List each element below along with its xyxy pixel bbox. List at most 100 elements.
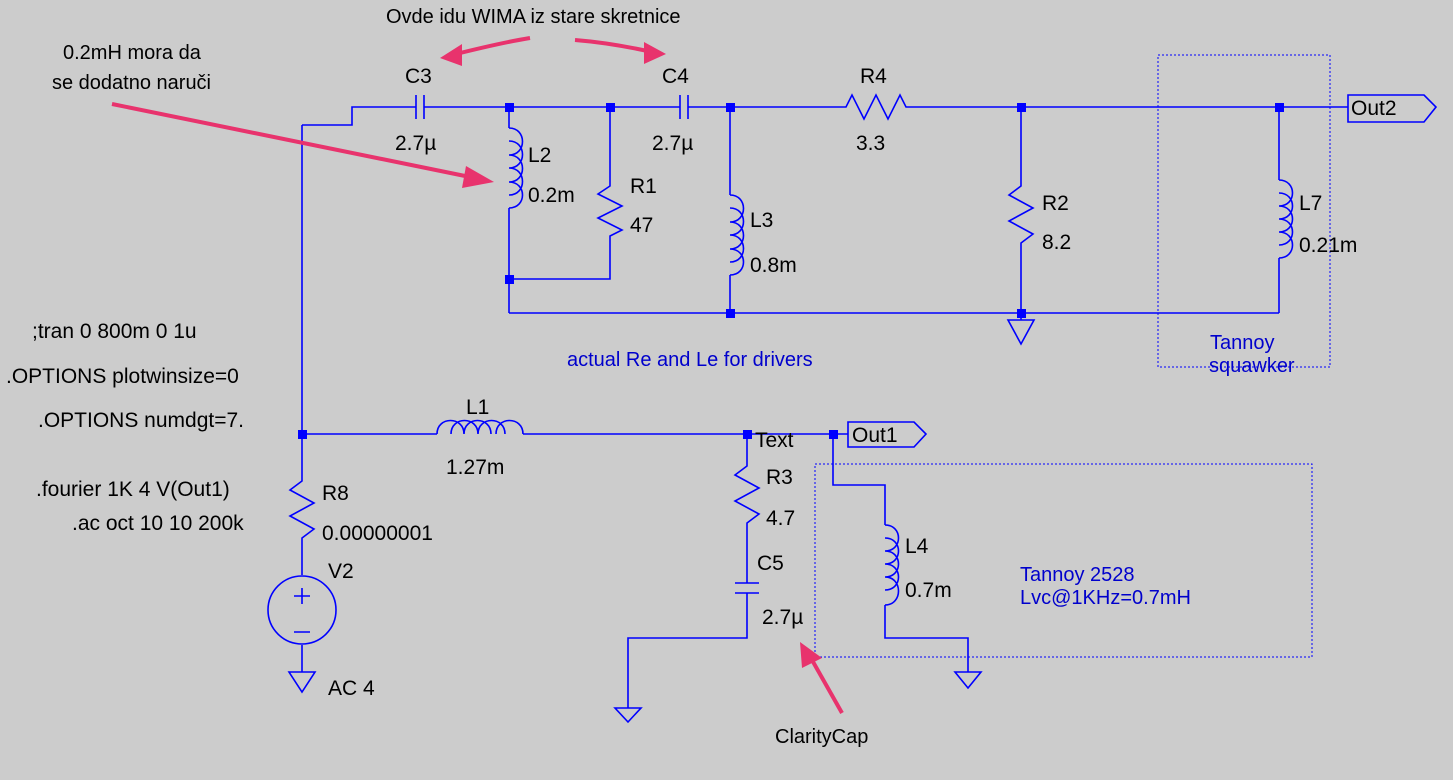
net-label-out1: Out1 [852,424,898,447]
arrow-to-c3 [451,36,531,57]
resistor-symbol [288,475,316,545]
c5-value: 2.7µ [762,606,803,629]
source-polarity [294,588,310,633]
r4-name: R4 [860,65,887,88]
inductor-symbol [1278,179,1294,259]
c4-value: 2.7µ [652,132,693,155]
resistor-symbol [596,180,624,240]
capacitor-symbol [735,582,759,594]
junction-dot [726,309,735,318]
wima-note: Ovde idu WIMA iz stare skretnice [386,6,681,28]
source-circle [267,575,337,645]
annotation-arrows [111,36,844,714]
arrowhead-icon [440,44,462,66]
spice-directives: ;tran 0 800m 0 1u .OPTIONS plotwinsize=0… [6,320,244,535]
v2-value: AC 4 [328,677,375,700]
squawker-box [1157,54,1331,368]
directive-fourier: .fourier 1K 4 V(Out1) [36,478,230,501]
wires [301,106,1348,708]
l2-value: 0.2m [528,184,575,207]
l4-value: 0.7m [905,579,952,602]
net-label-text: Text [755,429,794,452]
inductor-l2[interactable] [508,127,524,209]
resistor-symbol [1007,180,1035,255]
net-label-out2: Out2 [1351,97,1397,120]
port-flag-shape [847,421,928,448]
ground-symbols [287,319,1036,724]
ground-icon [613,707,643,724]
arrowhead-icon [462,166,494,188]
l3-name: L3 [750,209,773,232]
voltage-source-v2[interactable] [267,575,337,645]
resistor-r3[interactable] [733,460,761,530]
inductor-note-line2: se dodatno naruči [52,72,211,94]
junctions [298,103,1284,439]
wire-c5-gnd [627,593,748,708]
capacitor-c3[interactable] [409,95,431,119]
woofer-label-line2: Lvc@1KHz=0.7mH [1020,587,1191,609]
c3-value: 2.7µ [395,132,436,155]
woofer-label-line1: Tannoy 2528 [1020,564,1135,586]
r3-value: 4.7 [766,507,795,530]
net-flag-out1[interactable]: Out1 [847,421,928,448]
resistor-symbol [840,93,912,121]
l2-name: L2 [528,144,551,167]
ground-icon [287,671,317,694]
inductor-l4[interactable] [884,524,900,606]
woofer-box [814,463,1313,658]
r1-value: 47 [630,214,653,237]
r8-name: R8 [322,482,349,505]
junction-dot [726,103,735,112]
capacitor-c5[interactable] [735,582,759,594]
junction-dot [1275,103,1284,112]
junction-dot [1017,103,1026,112]
capacitor-symbol [409,95,431,119]
r4-value: 3.3 [856,132,885,155]
directive-tran: ;tran 0 800m 0 1u [32,320,197,343]
arrow-to-c5 [810,659,844,714]
l7-value: 0.21m [1299,234,1357,257]
inductor-symbol [884,524,900,606]
net-flag-out2[interactable]: Out2 [1347,94,1438,123]
inductor-l7[interactable] [1278,179,1294,259]
inductor-symbol [729,194,745,276]
junction-dot [505,103,514,112]
resistor-r8[interactable] [288,475,316,545]
junction-dot [298,430,307,439]
junction-dot [1017,309,1026,318]
c4-name: C4 [662,65,689,88]
c3-name: C3 [405,65,432,88]
arrow-to-c4 [574,38,653,54]
ground-icon [953,671,983,690]
r8-value: 0.00000001 [322,522,433,545]
l1-name: L1 [466,396,489,419]
squawker-label-line2: squawker [1209,355,1295,377]
junction-dot [829,430,838,439]
resistor-r4[interactable] [840,93,912,121]
comments: actual Re and Le for drivers Tannoy squa… [567,332,1295,609]
directive-numdgt: .OPTIONS numdgt=7. [38,409,244,432]
ground-icon [1006,319,1036,346]
resistor-symbol [733,460,761,530]
inductor-symbol [508,127,524,209]
claritycap-note: ClarityCap [775,726,868,748]
squawker-label-line1: Tannoy [1210,332,1275,354]
wire-to-c3 [302,106,409,126]
inductor-note-line1: 0.2mH mora da [63,42,202,64]
drivers-note: actual Re and Le for drivers [567,349,813,371]
inductor-l1[interactable] [436,419,524,435]
junction-dot [743,430,752,439]
capacitor-symbol [673,95,695,119]
resistor-r1[interactable] [596,180,624,240]
resistor-r2[interactable] [1007,180,1035,255]
port-flag-shape [1347,94,1438,123]
directive-ac: .ac oct 10 10 200k [72,512,244,535]
r2-value: 8.2 [1042,231,1071,254]
l7-name: L7 [1299,192,1322,215]
capacitor-c4[interactable] [673,95,695,119]
inductor-l3[interactable] [729,194,745,276]
component-labels: C3 2.7µ C4 2.7µ R4 3.3 L2 0.2m R1 47 L3 … [322,65,1357,700]
c5-name: C5 [757,552,784,575]
r1-name: R1 [630,175,657,198]
